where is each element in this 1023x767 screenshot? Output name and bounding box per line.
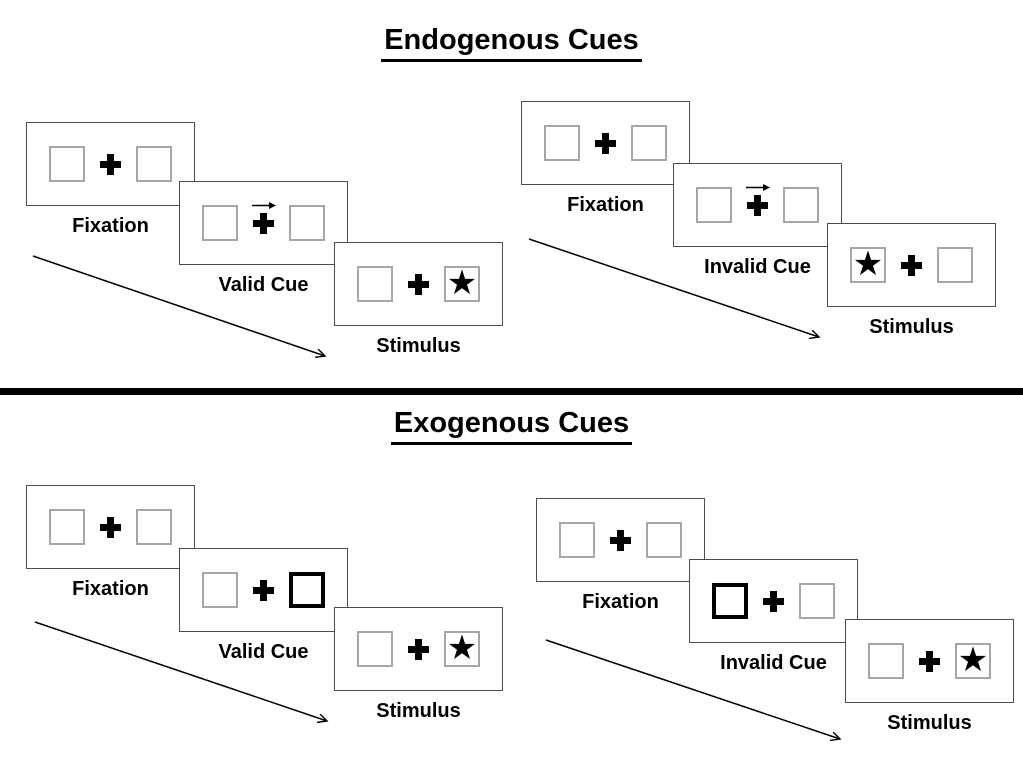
placeholder-box-left [202,572,238,608]
placeholder-box-left [49,146,85,182]
sequence-arrow-icon [32,255,338,366]
sequence-arrow-icon [34,621,340,730]
fixation-cross-icon [763,590,784,612]
fixation-cross-icon [745,183,770,216]
frame-stimulus: ★ Stimulus [845,619,1014,735]
frame-label: Stimulus [869,316,954,338]
placeholder-box-left [202,205,238,241]
screen-panel [179,548,348,632]
frame-fixation: Fixation [26,122,195,238]
fixation-cross-icon [408,638,429,660]
section-divider [0,388,1023,395]
placeholder-box-left [357,266,393,302]
frame-label: Fixation [72,578,149,600]
section-title-exogenous: Exogenous Cues [0,407,1023,445]
frame-label: Fixation [72,215,149,237]
frame-label: Fixation [567,194,644,216]
sequence-arrow-icon [545,639,853,749]
fixation-cross-icon [253,579,274,601]
star-icon: ★ [446,263,478,303]
frame-invalid-cue: Invalid Cue [673,163,842,279]
placeholder-box-right [799,583,835,619]
placeholder-box-left [868,643,904,679]
placeholder-box-right [646,522,682,558]
fixation-cross-icon [408,273,429,295]
screen-panel [26,122,195,206]
fixation-cross-icon [100,516,121,538]
placeholder-box-right [783,187,819,223]
placeholder-box-left [696,187,732,223]
star-box: ★ [955,643,991,679]
placeholder-box-left [49,509,85,545]
frame-label: Valid Cue [218,274,309,296]
screen-panel [536,498,705,582]
star-box: ★ [444,631,480,667]
frame-valid-cue: Valid Cue [179,181,348,297]
frame-label: Stimulus [376,700,461,722]
screen-panel: ★ [334,607,503,691]
frame-valid-cue: Valid Cue [179,548,348,664]
star-box: ★ [444,266,480,302]
screen-panel: ★ [845,619,1014,703]
section-title-endogenous: Endogenous Cues [0,24,1023,62]
frame-invalid-cue: Invalid Cue [689,559,858,675]
star-box: ★ [850,247,886,283]
frame-fixation: Fixation [26,485,195,601]
screen-panel: ★ [827,223,996,307]
star-icon: ★ [852,244,884,284]
frame-label: Invalid Cue [720,652,827,674]
placeholder-box-right [937,247,973,283]
screen-panel: ★ [334,242,503,326]
screen-panel [689,559,858,643]
frame-stimulus: ★ Stimulus [827,223,996,339]
fixation-cross-icon [610,529,631,551]
fixation-cross-icon [100,153,121,175]
placeholder-box-right [136,146,172,182]
frame-label: Valid Cue [218,641,309,663]
frame-label: Invalid Cue [704,256,811,278]
placeholder-box-right [631,125,667,161]
frame-stimulus: ★ Stimulus [334,607,503,723]
star-icon: ★ [446,628,478,668]
fixation-cross-icon [901,254,922,276]
placeholder-box-right [136,509,172,545]
frame-fixation: Fixation [536,498,705,614]
screen-panel [179,181,348,265]
cue-arrow-right-icon [251,201,276,209]
placeholder-box-right [289,205,325,241]
fixation-cross-icon [251,201,276,234]
frame-label: Stimulus [376,335,461,357]
star-icon: ★ [957,640,989,680]
frame-fixation: Fixation [521,101,690,217]
frame-label: Stimulus [887,712,972,734]
screen-panel [673,163,842,247]
placeholder-box-left [544,125,580,161]
screen-panel [26,485,195,569]
cue-highlight-box [712,583,748,619]
screen-panel [521,101,690,185]
placeholder-box-left [559,522,595,558]
cue-arrow-right-icon [745,183,770,191]
frame-label: Fixation [582,591,659,613]
placeholder-box-left [357,631,393,667]
fixation-cross-icon [595,132,616,154]
sequence-arrow-icon [528,238,832,347]
fixation-cross-icon [919,650,940,672]
cue-highlight-box [289,572,325,608]
frame-stimulus: ★ Stimulus [334,242,503,358]
